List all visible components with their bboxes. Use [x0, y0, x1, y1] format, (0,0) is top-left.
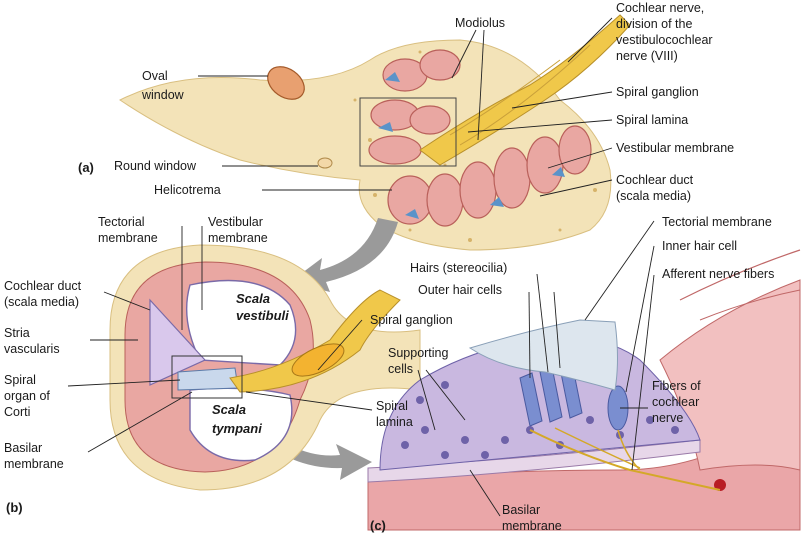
label-inner-hair-cell: Inner hair cell	[662, 239, 737, 253]
label-spiral-organ-3: Corti	[4, 405, 30, 419]
label-cochlear-nerve-2: division of the	[616, 17, 692, 31]
panel-b-artwork	[109, 244, 421, 491]
arrow-b-to-c	[240, 410, 372, 480]
label-spiral-ganglion-b: Spiral ganglion	[370, 313, 453, 327]
label-stria-vascularis-1: Stria	[4, 326, 30, 340]
label-spiral-lamina-b-1: Spiral	[376, 399, 408, 413]
label-spiral-ganglion-a: Spiral ganglion	[616, 85, 699, 99]
label-spiral-organ-2: organ of	[4, 389, 50, 403]
label-tectorial-membrane-b-1: Tectorial	[98, 215, 145, 229]
label-vestibular-membrane-a: Vestibular membrane	[616, 141, 734, 155]
label-cochlear-nerve-4: nerve (VIII)	[616, 49, 678, 63]
label-fibers-cochlear-nerve-1: Fibers of	[652, 379, 701, 393]
label-scala-vestibuli-2: vestibuli	[236, 308, 289, 323]
panel-a-letter: (a)	[78, 160, 94, 175]
label-vestibular-membrane-b-1: Vestibular	[208, 215, 263, 229]
label-tectorial-membrane-b-2: membrane	[98, 231, 158, 245]
label-spiral-lamina-b-2: lamina	[376, 415, 413, 429]
label-modiolus: Modiolus	[455, 16, 505, 30]
label-fibers-cochlear-nerve-3: nerve	[652, 411, 683, 425]
label-hairs-stereocilia: Hairs (stereocilia)	[410, 261, 507, 275]
leader-lines	[67, 17, 655, 517]
label-vestibular-membrane-b-2: membrane	[208, 231, 268, 245]
label-fibers-cochlear-nerve-2: cochlear	[652, 395, 699, 409]
label-tectorial-membrane-c: Tectorial membrane	[662, 215, 772, 229]
label-spiral-lamina-a: Spiral lamina	[616, 113, 688, 127]
label-scala-tympani-2: tympani	[212, 421, 262, 436]
panel-c-artwork	[367, 249, 801, 531]
label-basilar-membrane-c-2: membrane	[502, 519, 562, 533]
label-cochlear-duct-b-1: Cochlear duct	[4, 279, 82, 293]
label-basilar-membrane-c-1: Basilar	[502, 503, 540, 517]
panel-a-artwork	[119, 14, 631, 251]
label-outer-hair-cells: Outer hair cells	[418, 283, 502, 297]
panel-b-letter: (b)	[6, 500, 23, 515]
label-supporting-cells-2: cells	[388, 362, 413, 376]
label-cochlear-duct-a-2: (scala media)	[616, 189, 691, 203]
label-round-window: Round window	[114, 159, 197, 173]
arrow-a-to-b	[290, 218, 398, 292]
label-basilar-membrane-b-1: Basilar	[4, 441, 42, 455]
label-afferent-nerve-fibers: Afferent nerve fibers	[662, 267, 774, 281]
label-supporting-cells-1: Supporting	[388, 346, 449, 360]
label-stria-vascularis-2: vascularis	[4, 342, 60, 356]
label-cochlear-duct-a-1: Cochlear duct	[616, 173, 694, 187]
label-cochlear-nerve-1: Cochlear nerve,	[616, 1, 704, 15]
label-cochlear-duct-b-2: (scala media)	[4, 295, 79, 309]
label-oval-window-2: window	[141, 88, 185, 102]
label-scala-tympani-1: Scala	[212, 402, 246, 417]
label-scala-vestibuli-1: Scala	[236, 291, 270, 306]
label-spiral-organ-1: Spiral	[4, 373, 36, 387]
label-cochlear-nerve-3: vestibulocochlear	[616, 33, 713, 47]
label-basilar-membrane-b-2: membrane	[4, 457, 64, 471]
label-helicotrema: Helicotrema	[154, 183, 221, 197]
label-oval-window-1: Oval	[142, 69, 168, 83]
panel-c-letter: (c)	[370, 518, 386, 533]
